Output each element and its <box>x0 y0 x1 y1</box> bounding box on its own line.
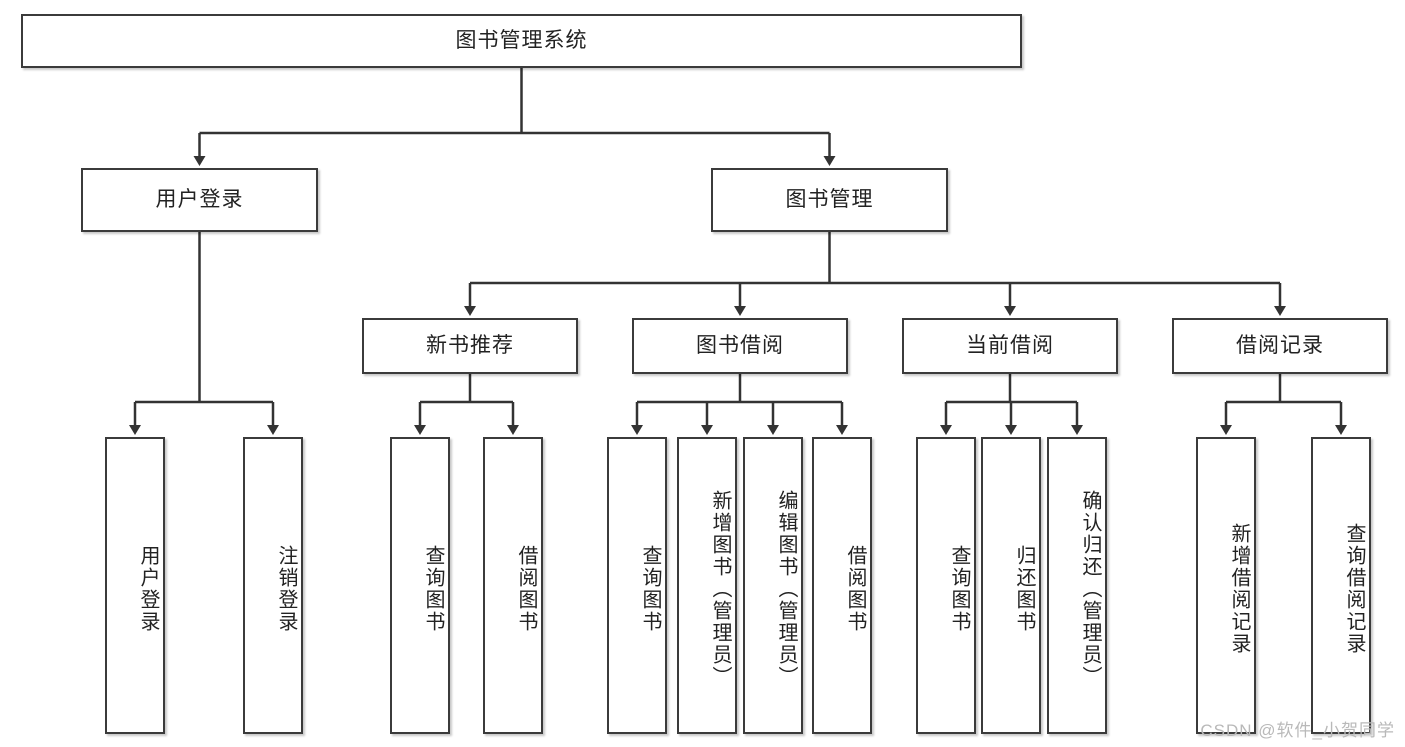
node-label: 新增借阅记录 <box>1228 522 1250 655</box>
node-label: 编辑图书（管理员） <box>775 489 797 688</box>
node-新书推荐[interactable]: 新书推荐 <box>362 318 578 374</box>
node-查询借阅记录[interactable]: 查询借阅记录 <box>1311 437 1371 734</box>
node-新增借阅记录[interactable]: 新增借阅记录 <box>1196 437 1256 734</box>
node-label: 借阅记录 <box>1236 334 1324 358</box>
node-查询图书[interactable]: 查询图书 <box>390 437 450 734</box>
node-label: 图书借阅 <box>696 334 784 358</box>
node-注销登录[interactable]: 注销登录 <box>243 437 303 734</box>
node-label: 查询图书 <box>639 544 661 633</box>
node-label: 借阅图书 <box>844 544 866 633</box>
node-label: 用户登录 <box>137 544 159 633</box>
node-借阅图书[interactable]: 借阅图书 <box>812 437 872 734</box>
node-归还图书[interactable]: 归还图书 <box>981 437 1041 734</box>
node-label: 查询图书 <box>948 544 970 633</box>
node-确认归还管理员[interactable]: 确认归还（管理员） <box>1047 437 1107 734</box>
node-label: 图书管理系统 <box>455 29 588 53</box>
node-label: 新书推荐 <box>426 334 514 358</box>
node-label: 注销登录 <box>275 544 297 633</box>
node-label: 确认归还（管理员） <box>1079 489 1101 688</box>
node-编辑图书管理员[interactable]: 编辑图书（管理员） <box>743 437 803 734</box>
node-label: 图书管理 <box>785 188 874 212</box>
node-label: 用户登录 <box>155 188 244 212</box>
node-查询图书[interactable]: 查询图书 <box>607 437 667 734</box>
node-当前借阅[interactable]: 当前借阅 <box>902 318 1118 374</box>
node-用户登录[interactable]: 用户登录 <box>81 168 318 232</box>
node-图书管理[interactable]: 图书管理 <box>711 168 948 232</box>
node-label: 查询图书 <box>422 544 444 633</box>
node-借阅图书[interactable]: 借阅图书 <box>483 437 543 734</box>
node-label: 借阅图书 <box>515 544 537 633</box>
node-新增图书管理员[interactable]: 新增图书（管理员） <box>677 437 737 734</box>
node-查询图书[interactable]: 查询图书 <box>916 437 976 734</box>
node-label: 归还图书 <box>1013 544 1035 633</box>
node-用户登录[interactable]: 用户登录 <box>105 437 165 734</box>
node-label: 新增图书（管理员） <box>709 489 731 688</box>
node-图书管理系统[interactable]: 图书管理系统 <box>21 14 1022 68</box>
node-label: 当前借阅 <box>966 334 1054 358</box>
node-label: 查询借阅记录 <box>1343 522 1365 655</box>
node-借阅记录[interactable]: 借阅记录 <box>1172 318 1388 374</box>
node-图书借阅[interactable]: 图书借阅 <box>632 318 848 374</box>
